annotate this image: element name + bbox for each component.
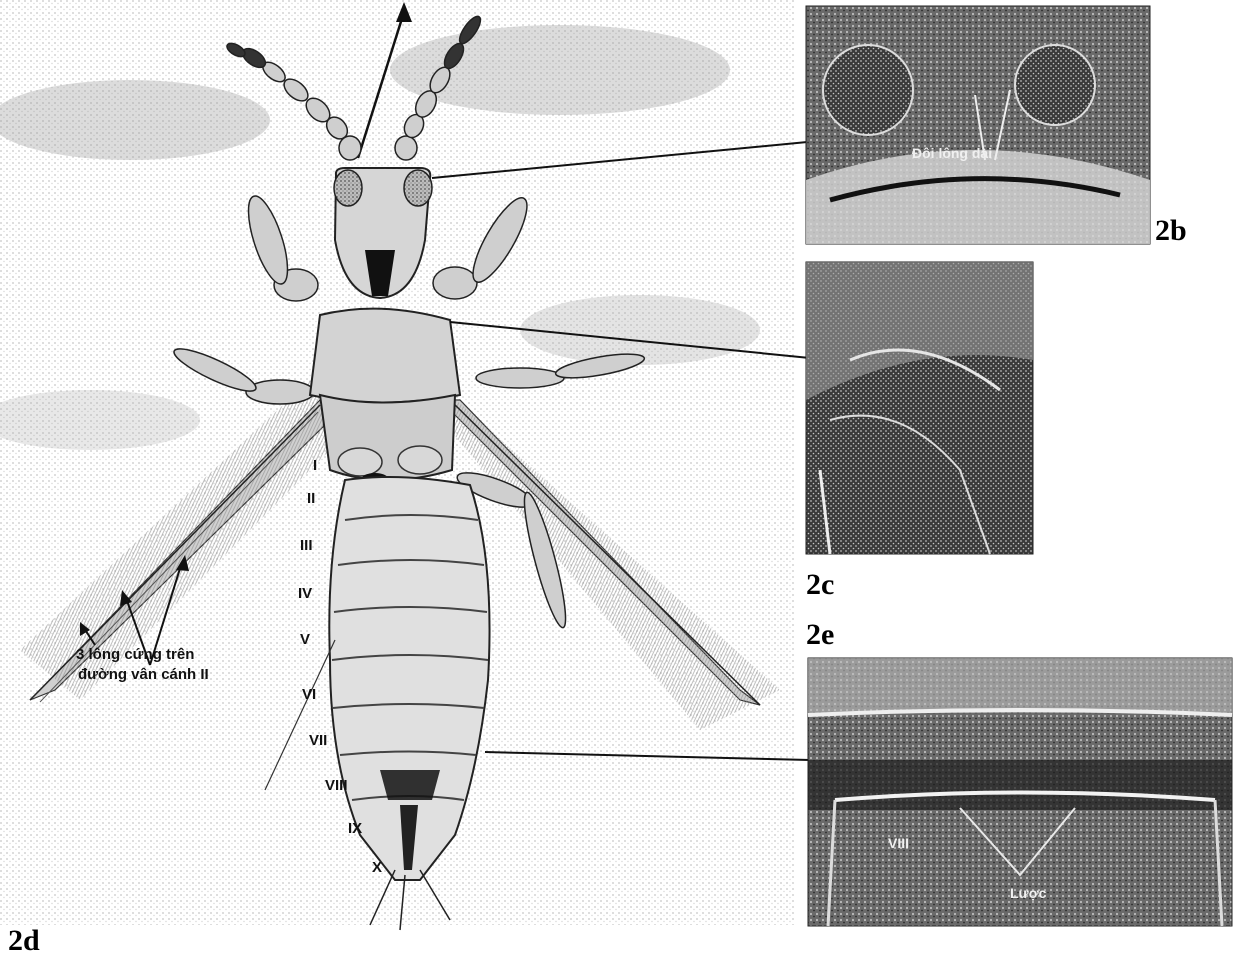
- segment-label: II: [307, 491, 315, 506]
- wing-setae-annotation-line2: đường vân cánh II: [78, 666, 209, 684]
- figure-label-2e: 2e: [806, 620, 834, 650]
- segment-label: III: [300, 538, 313, 553]
- segment-label: VIII: [325, 778, 348, 793]
- wing-setae-annotation-line1: 3 lông cứng trên: [76, 646, 194, 664]
- segment-label: IX: [348, 821, 362, 836]
- segment-label: X: [372, 860, 382, 875]
- segment-label: IV: [298, 586, 312, 601]
- segment-label: VI: [302, 687, 316, 702]
- segment-label: I: [313, 458, 317, 473]
- right-eye: [404, 170, 432, 206]
- figure-label-2d: 2d: [8, 926, 40, 956]
- prothorax: [310, 309, 460, 403]
- segment-label: V: [300, 632, 310, 647]
- inset-2c: [806, 262, 1033, 554]
- inset-2e-comb-label: Lược: [1010, 886, 1046, 900]
- left-eye: [334, 170, 362, 206]
- inset-2e-segment-label: VIII: [888, 836, 909, 850]
- figure-label-2b: 2b: [1155, 216, 1187, 246]
- inset-2b-label: Đôi lông dài: [912, 146, 992, 160]
- figure-label-2c: 2c: [806, 570, 834, 600]
- segment-label: VII: [309, 733, 327, 748]
- inset-2b: [806, 6, 1150, 244]
